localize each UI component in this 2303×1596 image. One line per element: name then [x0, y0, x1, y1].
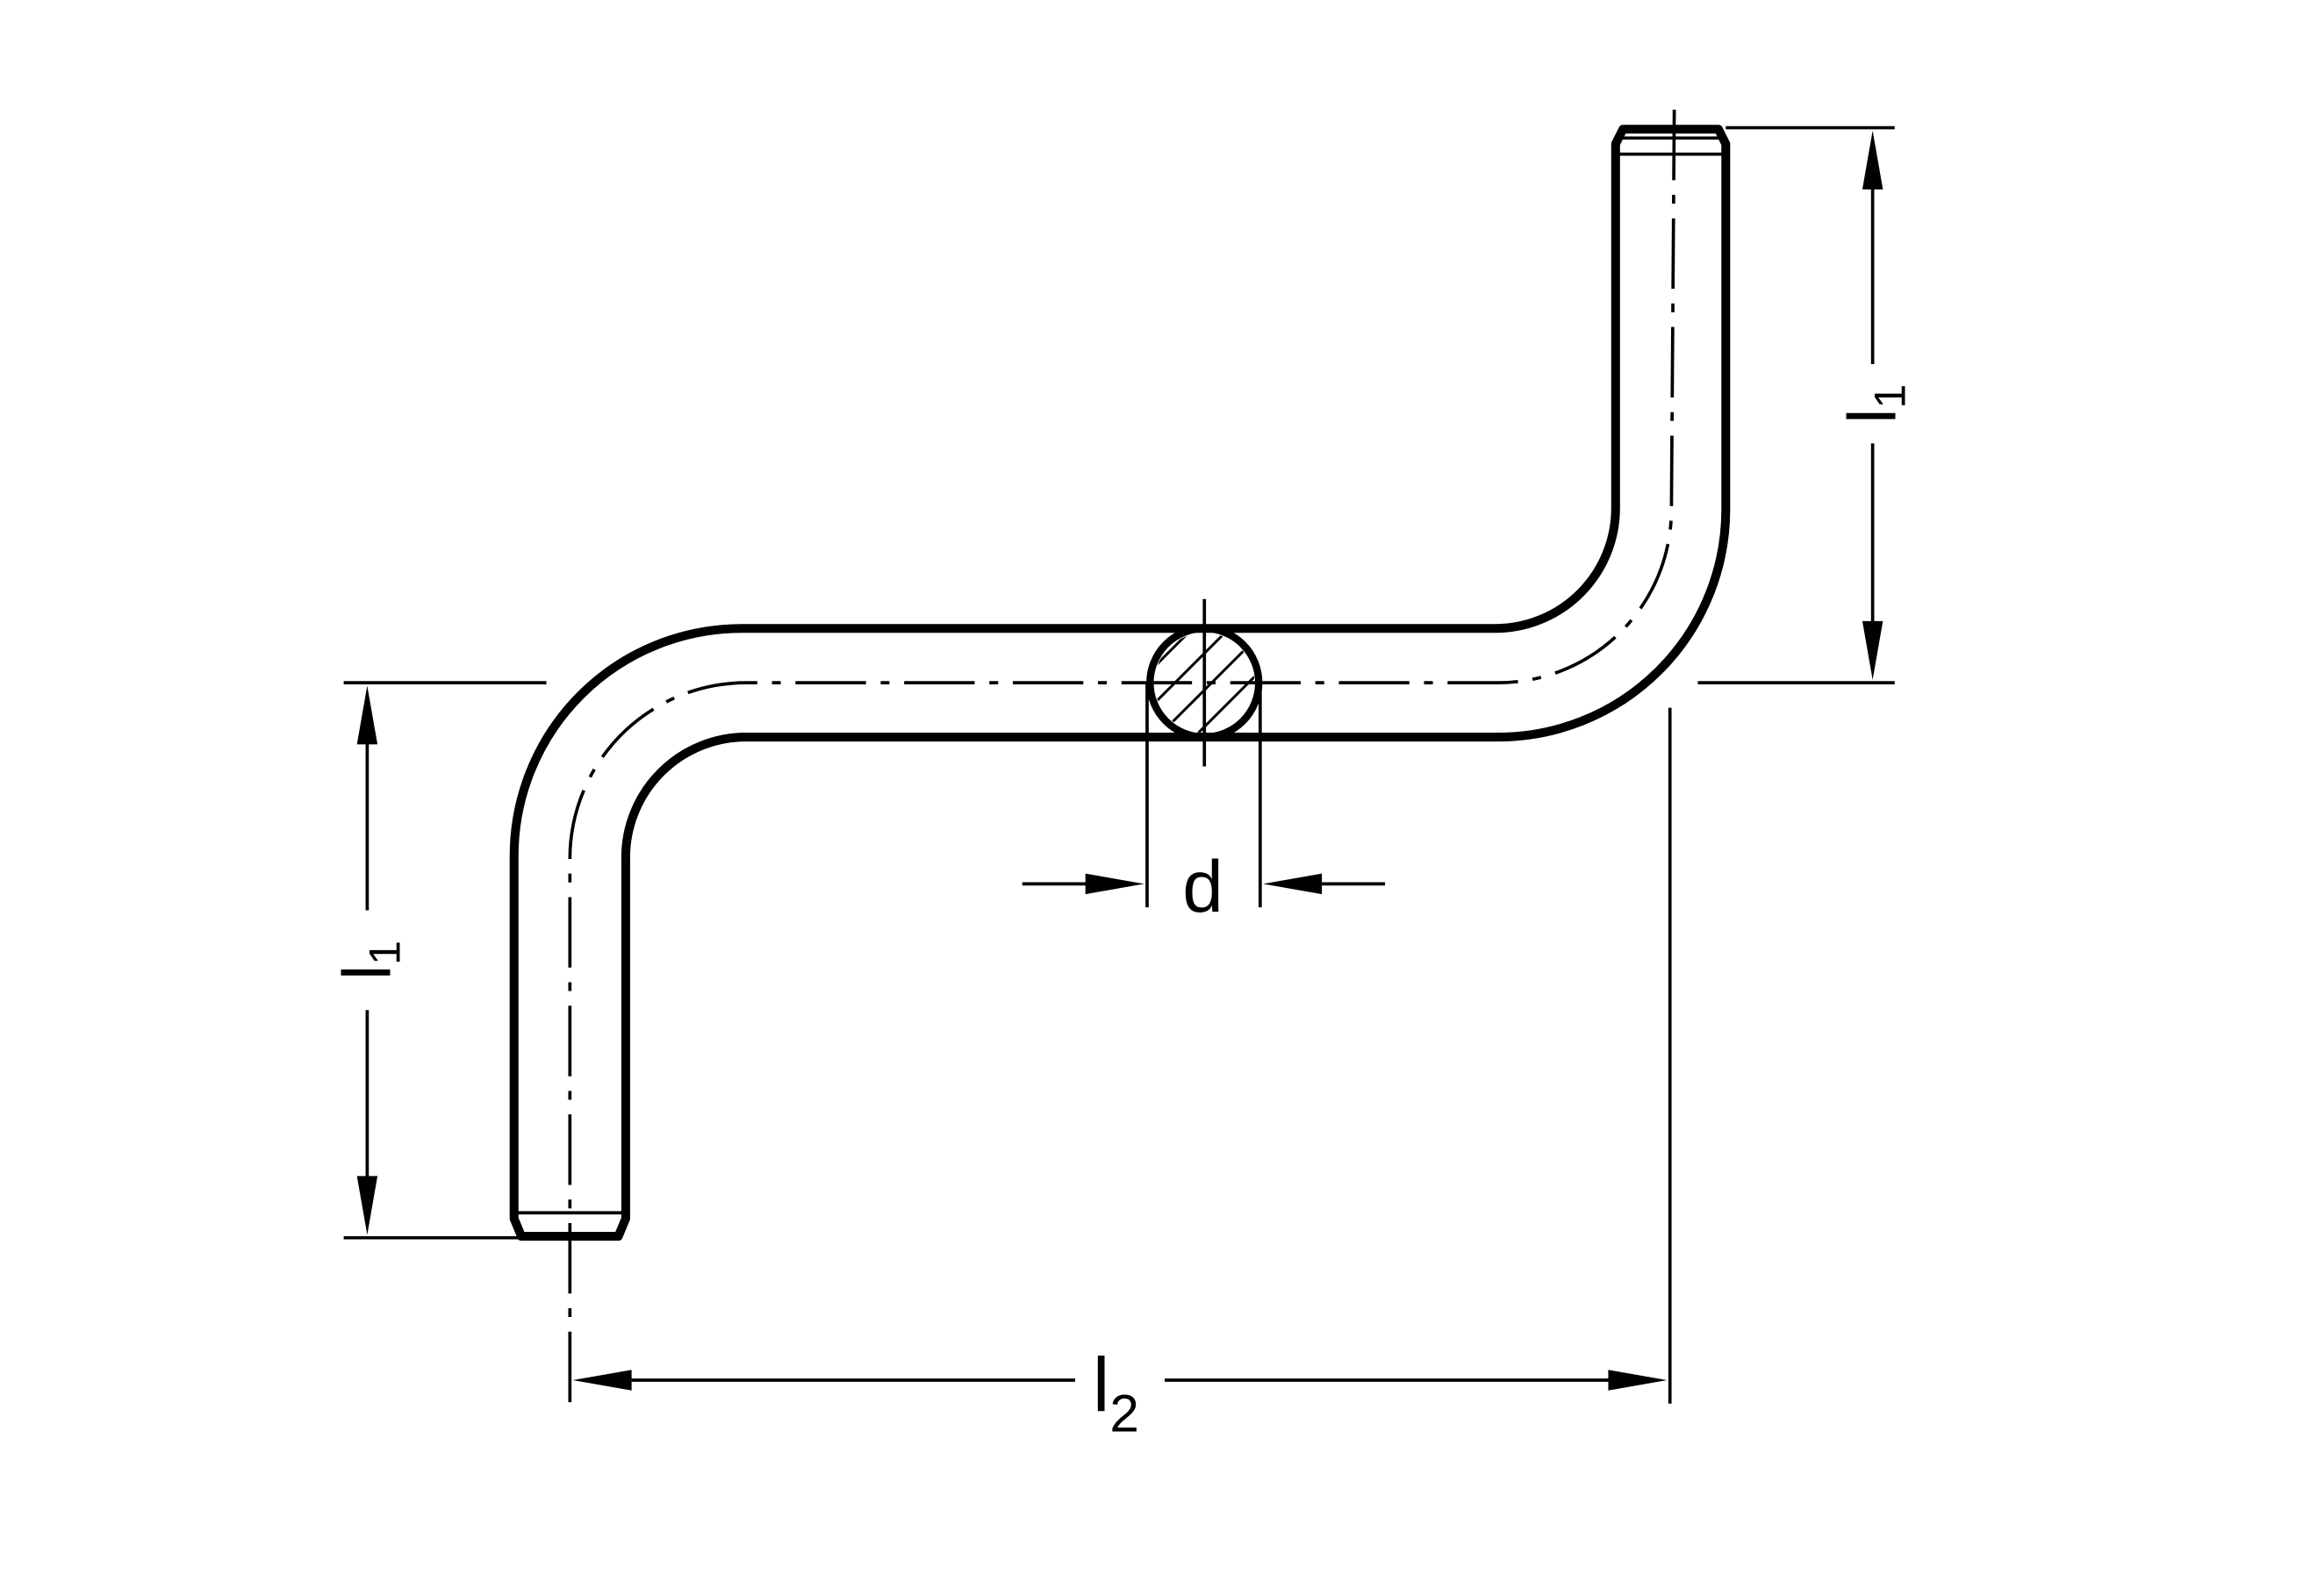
arrow-l2-left: [572, 1370, 632, 1391]
arrow-l1-left-top: [356, 685, 378, 745]
end-chamfer-lines: [517, 136, 1723, 1215]
centerline: [568, 97, 1676, 1403]
arrow-d-left: [1085, 873, 1144, 895]
svg-text:l1: l1: [329, 941, 409, 980]
dim-label-l2: l: [1093, 1342, 1109, 1428]
svg-text:l2: l2: [1093, 1342, 1139, 1442]
dim-label-l1-right: l: [1835, 409, 1911, 424]
dim-label-l1-right-sub: 1: [1866, 384, 1915, 409]
svg-text:l1: l1: [1835, 384, 1915, 424]
arrowheads: [356, 130, 1883, 1391]
arrow-l1-right-bottom: [1862, 620, 1883, 680]
dimension-lines: [343, 125, 1895, 1404]
arrow-l2-right: [1608, 1370, 1668, 1391]
dim-label-l1-left: l: [329, 965, 405, 980]
dimension-labels: l1 l1 l2 d: [329, 384, 1914, 1443]
arrow-d-right: [1263, 873, 1323, 895]
arrow-l1-right-top: [1862, 130, 1883, 190]
dim-label-l1-left-sub: 1: [360, 941, 409, 965]
outer-contour: [509, 125, 1731, 1242]
dim-label-d: d: [1182, 845, 1223, 927]
part-outline: [509, 125, 1731, 1242]
arrow-l1-left-bottom: [356, 1176, 378, 1235]
dim-label-l2-sub: 2: [1109, 1384, 1139, 1443]
